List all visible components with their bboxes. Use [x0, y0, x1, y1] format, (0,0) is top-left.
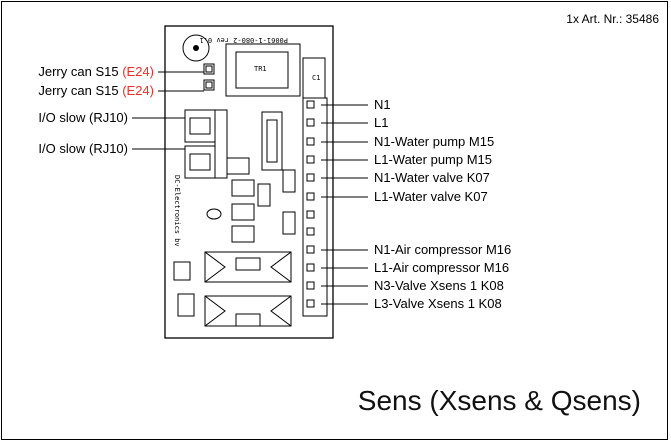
terminal-pin — [306, 155, 315, 164]
connector-j10 — [177, 293, 195, 317]
component-q3 — [282, 169, 296, 193]
left-label: I/O slow (RJ10) — [38, 141, 128, 156]
terminal-pin — [306, 299, 315, 308]
led — [173, 261, 191, 281]
terminal-pin — [306, 227, 315, 236]
crystal-x1 — [206, 208, 222, 220]
board-id: P0061-1-080-2 rev 0.1 — [199, 36, 288, 44]
maker-label: DC-Electronics bv — [173, 175, 181, 247]
connector-j2 — [203, 63, 215, 75]
right-label: N1-Water pump M15 — [374, 134, 495, 149]
left-label-code: (E24) — [122, 64, 154, 79]
component-q1 — [257, 183, 271, 207]
right-label: L3-Valve Xsens 1 K08 — [374, 296, 502, 311]
left-label-text: I/O slow (RJ10) — [38, 110, 128, 125]
svg-text:C1: C1 — [312, 74, 320, 82]
left-label: I/O slow (RJ10) — [38, 110, 128, 125]
terminal-pin — [306, 118, 315, 127]
terminal-pin — [306, 137, 315, 146]
left-label: Jerry can S15 (E24) — [38, 64, 154, 79]
diagram-title: Sens (Xsens & Qsens) — [357, 385, 641, 416]
left-label-text: Jerry can S15 — [38, 64, 123, 79]
article-number: 1x Art. Nr.: 35486 — [566, 12, 659, 26]
connector-j3 — [203, 79, 215, 91]
right-label: L1-Water pump M15 — [374, 152, 493, 167]
left-label-text: I/O slow (RJ10) — [38, 141, 128, 156]
terminal-pin — [306, 281, 315, 290]
terminal-strip — [302, 97, 328, 317]
heatsink-top — [204, 251, 292, 283]
terminal-pin — [306, 263, 315, 272]
terminal-pin — [306, 245, 315, 254]
right-label: L1-Air compressor M16 — [374, 260, 510, 275]
right-label: L1-Water valve K07 — [374, 189, 488, 204]
tr1-label: TR1 — [254, 65, 267, 73]
heatsink-bottom — [204, 295, 292, 327]
left-label: Jerry can S15 (E24) — [38, 83, 154, 98]
right-label: L1 — [374, 115, 389, 130]
right-label: N1-Water valve K07 — [374, 170, 490, 185]
left-label-code: (E24) — [122, 83, 154, 98]
terminal-pin — [306, 210, 315, 219]
terminal-pin — [306, 100, 315, 109]
fuse-holder — [261, 111, 283, 171]
terminal-pin — [306, 173, 315, 182]
terminal-pin — [306, 192, 315, 201]
left-label-text: Jerry can S15 — [38, 83, 123, 98]
right-label: N1 — [374, 97, 391, 112]
component-q2 — [282, 211, 296, 235]
right-label: N3-Valve Xsens 1 K08 — [374, 278, 504, 293]
right-label: N1-Air compressor M16 — [374, 242, 512, 257]
